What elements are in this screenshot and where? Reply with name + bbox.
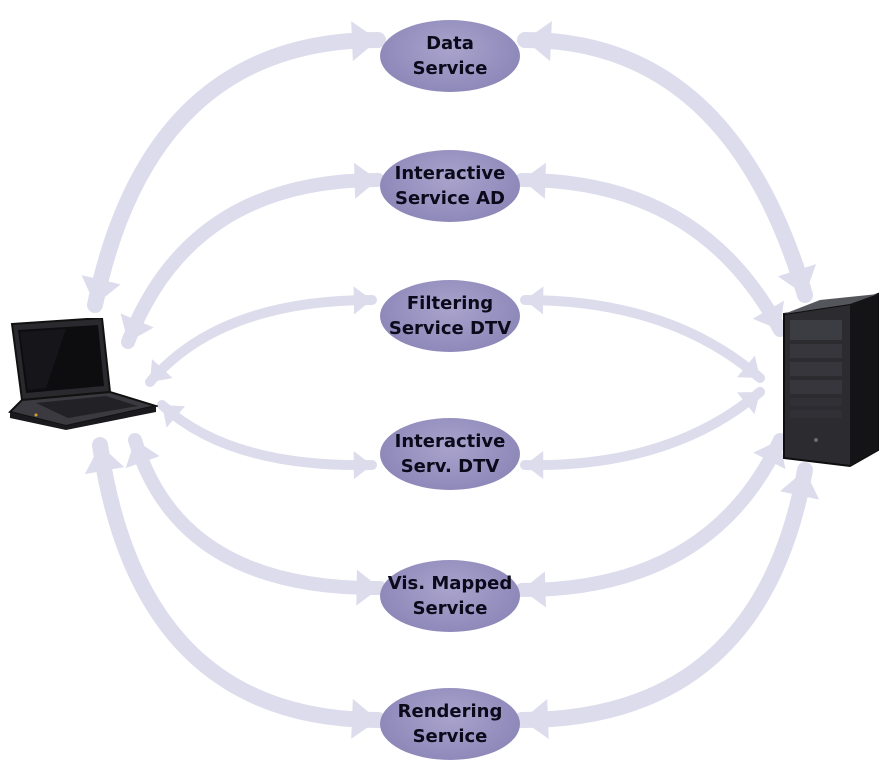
service-node-vis-mapped: Vis. Mapped Service (380, 560, 520, 632)
service-node-filtering-dtv: Filtering Service DTV (380, 280, 520, 352)
service-label: Interactive Serv. DTV (394, 431, 506, 477)
service-node-data: Data Service (380, 20, 520, 92)
arrow-laptop-interactive-ad (120, 162, 385, 349)
service-label: Vis. Mapped Service (387, 573, 513, 619)
arrow-server-interactive-ad (515, 162, 787, 337)
service-label: Filtering Service DTV (388, 293, 512, 339)
service-node-interactive-ad: Interactive Service AD (380, 150, 520, 222)
arrow-server-rendering (514, 462, 820, 740)
arrow-laptop-rendering (84, 437, 386, 739)
arrow-laptop-interactive-dtv (157, 400, 377, 480)
arrow-server-filtering-dtv (520, 286, 765, 383)
service-node-rendering: Rendering Service (380, 688, 520, 760)
service-label: Data Service (412, 33, 488, 79)
arrow-laptop-data (81, 21, 386, 313)
laptop-icon (6, 316, 160, 430)
arrow-server-data (517, 21, 817, 303)
arrow-laptop-filtering-dtv (145, 286, 377, 387)
service-label: Interactive Service AD (394, 163, 506, 209)
arrow-server-interactive-dtv (520, 387, 765, 480)
arrow-server-vis-mapped (515, 433, 787, 608)
server-tower-icon (780, 290, 880, 470)
service-node-interactive-dtv: Interactive Serv. DTV (380, 418, 520, 490)
arrow-laptop-vis-mapped (125, 433, 387, 606)
service-label: Rendering Service (397, 701, 503, 747)
